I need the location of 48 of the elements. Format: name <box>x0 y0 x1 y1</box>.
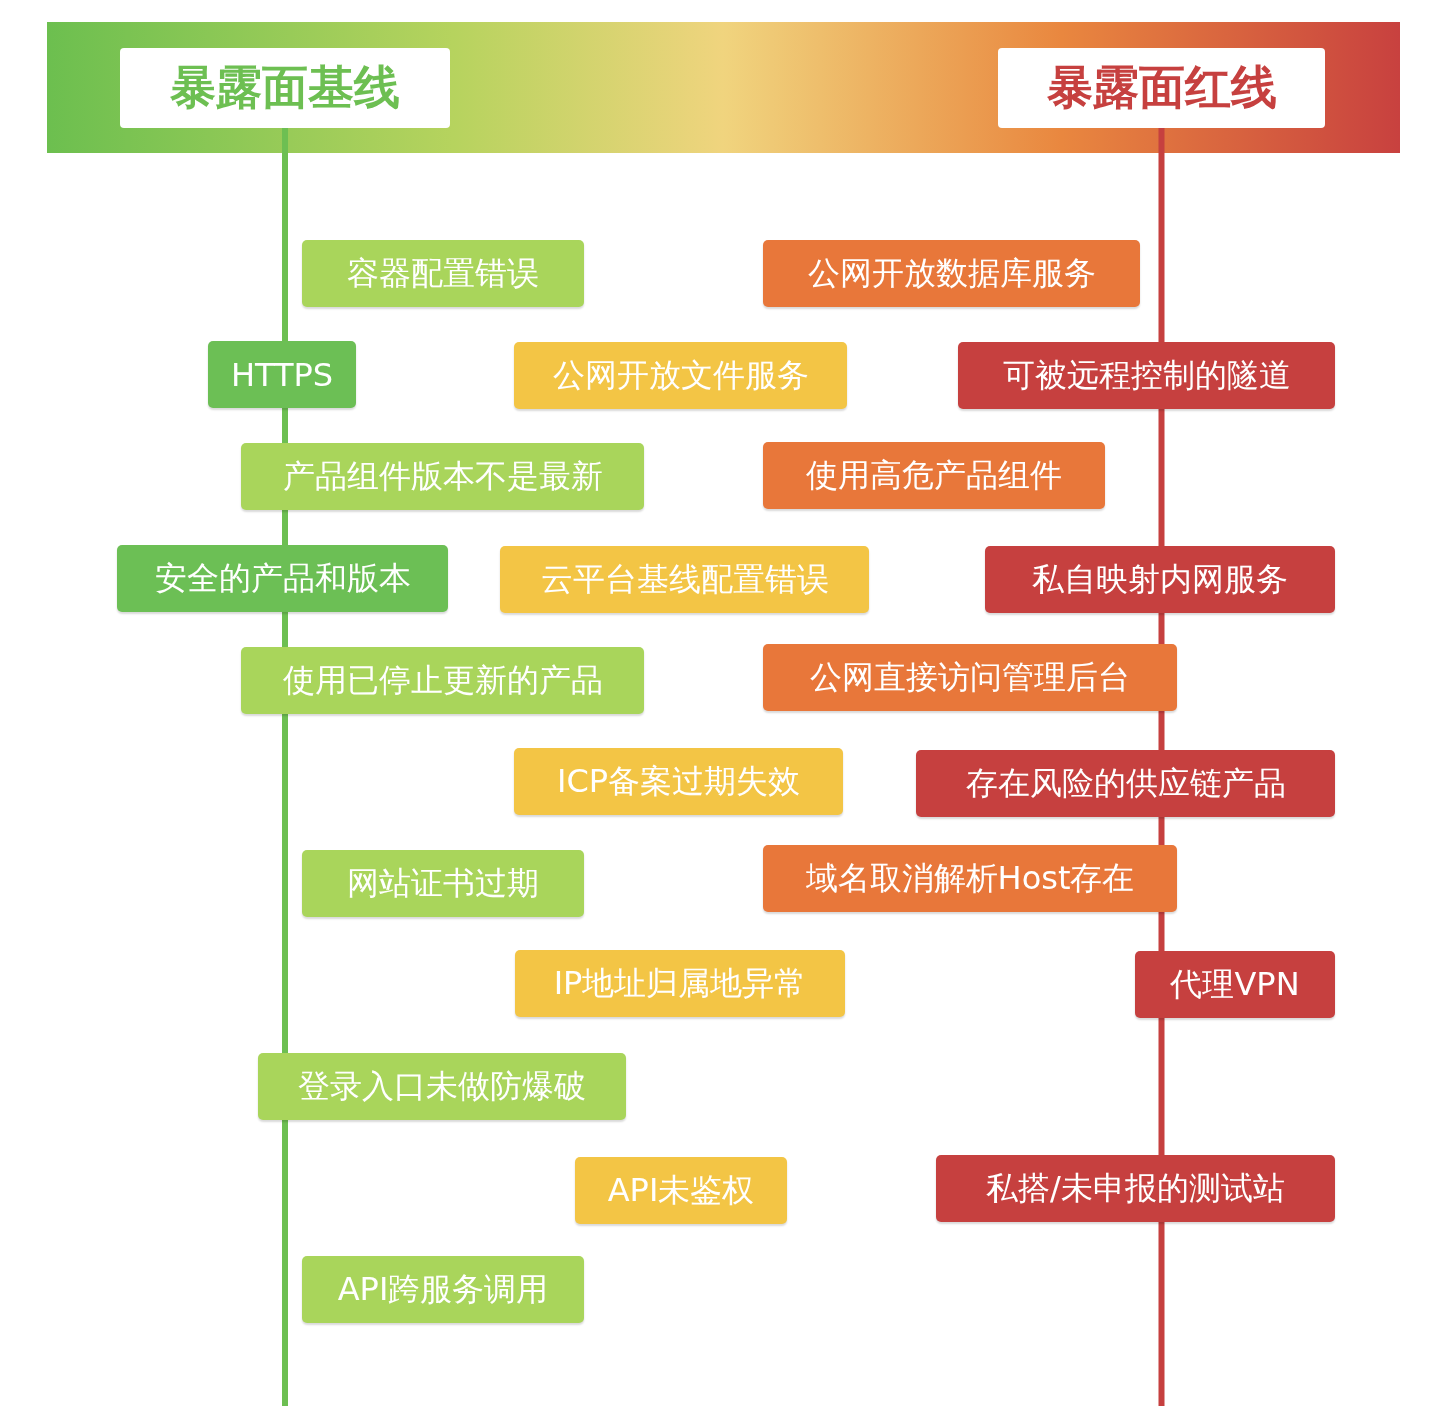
tag-label: 私搭/未申报的测试站 <box>986 1167 1285 1209</box>
tag-box <box>515 950 845 1017</box>
tag-label: 产品组件版本不是最新 <box>282 455 603 497</box>
tag-label: 容器配置错误 <box>347 252 539 294</box>
tag-box <box>916 750 1335 817</box>
tag-label: 安全的产品和版本 <box>154 557 411 599</box>
header-title: 暴露面基线 <box>170 59 400 116</box>
tag-label: 代理VPN <box>1170 963 1300 1005</box>
tag-box <box>500 546 869 613</box>
tag-box <box>302 240 584 307</box>
tag-label: HTTPS <box>230 355 334 394</box>
tag-label: 网站证书过期 <box>347 862 539 904</box>
tag-label: 域名取消解析Host存在 <box>805 857 1135 899</box>
tag-box <box>302 1256 584 1323</box>
tag-label: 公网直接访问管理后台 <box>810 656 1130 698</box>
tag-box <box>302 850 584 917</box>
tag-box <box>763 845 1177 912</box>
header-title: 暴露面红线 <box>1046 59 1277 116</box>
tag-label: 使用高危产品组件 <box>806 454 1062 496</box>
tag-label: 登录入口未做防爆破 <box>298 1065 586 1107</box>
tag-box <box>241 443 644 510</box>
tag-box <box>936 1155 1335 1222</box>
tag-label: ICP备案过期失效 <box>556 760 801 802</box>
tag-label: 公网开放数据库服务 <box>807 252 1096 294</box>
tag-box <box>208 341 356 408</box>
tag-box <box>985 546 1335 613</box>
tag-box <box>514 748 843 815</box>
tag-label: 云平台基线配置错误 <box>540 558 829 600</box>
tag-label: 私自映射内网服务 <box>1032 558 1288 600</box>
tag-box <box>763 644 1177 711</box>
tag-box <box>1135 951 1335 1018</box>
tag-label: API未鉴权 <box>607 1169 755 1211</box>
tag-label: 存在风险的供应链产品 <box>965 762 1286 804</box>
tag-box <box>958 342 1335 409</box>
tag-box <box>117 545 448 612</box>
tag-box <box>241 647 644 714</box>
tag-box <box>514 342 847 409</box>
tag-box <box>763 240 1140 307</box>
tag-label: API跨服务调用 <box>337 1268 549 1310</box>
tag-box <box>575 1157 787 1224</box>
tag-box <box>258 1053 626 1120</box>
tag-box <box>763 442 1105 509</box>
tag-label: 使用已停止更新的产品 <box>282 659 603 701</box>
tag-label: 可被远程控制的隧道 <box>1002 354 1291 396</box>
tag-label: 公网开放文件服务 <box>552 354 809 396</box>
header-box <box>998 48 1325 128</box>
header-box <box>120 48 450 128</box>
tag-label: IP地址归属地异常 <box>553 962 807 1004</box>
